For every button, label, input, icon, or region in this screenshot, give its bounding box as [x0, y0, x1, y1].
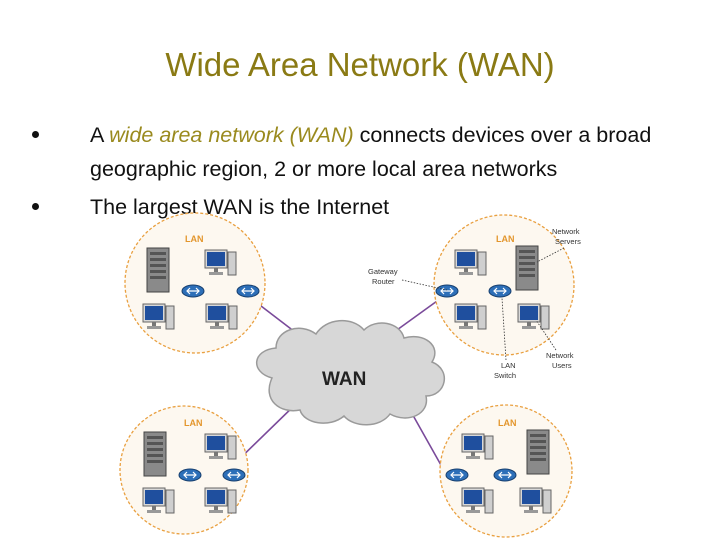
- gateway-label: Gateway: [368, 267, 398, 276]
- users-label: Users: [552, 361, 572, 370]
- switch-icon: [488, 284, 512, 298]
- bullet-item: A wide area network (WAN) connects devic…: [32, 118, 702, 186]
- server-icon: [146, 247, 170, 293]
- server-icon: [515, 245, 539, 291]
- servers-label: Servers: [555, 237, 581, 246]
- bullet-text: A: [90, 123, 110, 147]
- switch-icon: [493, 468, 517, 482]
- switch-label: Switch: [494, 371, 516, 380]
- lan-label: LAN: [498, 418, 517, 428]
- server-icon: [526, 429, 550, 475]
- lan-bottom-left: LAN: [119, 405, 249, 535]
- diagram-annotations: Gateway Router Network Servers LAN Switc…: [368, 227, 581, 380]
- bullet-list: A wide area network (WAN) connects devic…: [32, 118, 702, 228]
- router-icon: [445, 468, 469, 482]
- lan-label: LAN: [184, 418, 203, 428]
- annotation-pointer: [535, 319, 557, 351]
- lan-label: LAN: [496, 234, 515, 244]
- server-icon: [143, 431, 167, 477]
- gateway-label: Router: [372, 277, 395, 286]
- lan-top-right: LAN: [433, 214, 575, 356]
- lan-top-left: LAN: [124, 212, 266, 354]
- switch-label: LAN: [501, 361, 516, 370]
- bullet-item: The largest WAN is the Internet: [32, 190, 702, 224]
- wan-cloud: WAN: [255, 320, 446, 426]
- router-icon: [222, 468, 246, 482]
- servers-label: Network: [552, 227, 580, 236]
- bullet-emphasis: wide area network (WAN): [109, 123, 354, 147]
- bullet-dot-icon: [32, 203, 39, 210]
- bullet-text: connects devices over a broad geographic…: [90, 123, 652, 181]
- wan-label: WAN: [322, 369, 366, 390]
- annotation-pointer: [536, 247, 565, 263]
- switch-icon: [181, 284, 205, 298]
- slide-title: Wide Area Network (WAN): [165, 46, 555, 83]
- router-icon: [435, 284, 459, 298]
- router-icon: [236, 284, 260, 298]
- lan-bottom-right: LAN: [439, 404, 573, 538]
- link-line: [409, 409, 447, 475]
- annotation-pointer: [501, 297, 507, 361]
- users-label: Network: [546, 351, 574, 360]
- lan-label: LAN: [185, 234, 204, 244]
- switch-icon: [178, 468, 202, 482]
- cloud-icon: [255, 320, 446, 426]
- bullet-dot-icon: [32, 131, 39, 138]
- bullet-text: The largest WAN is the Internet: [90, 195, 390, 219]
